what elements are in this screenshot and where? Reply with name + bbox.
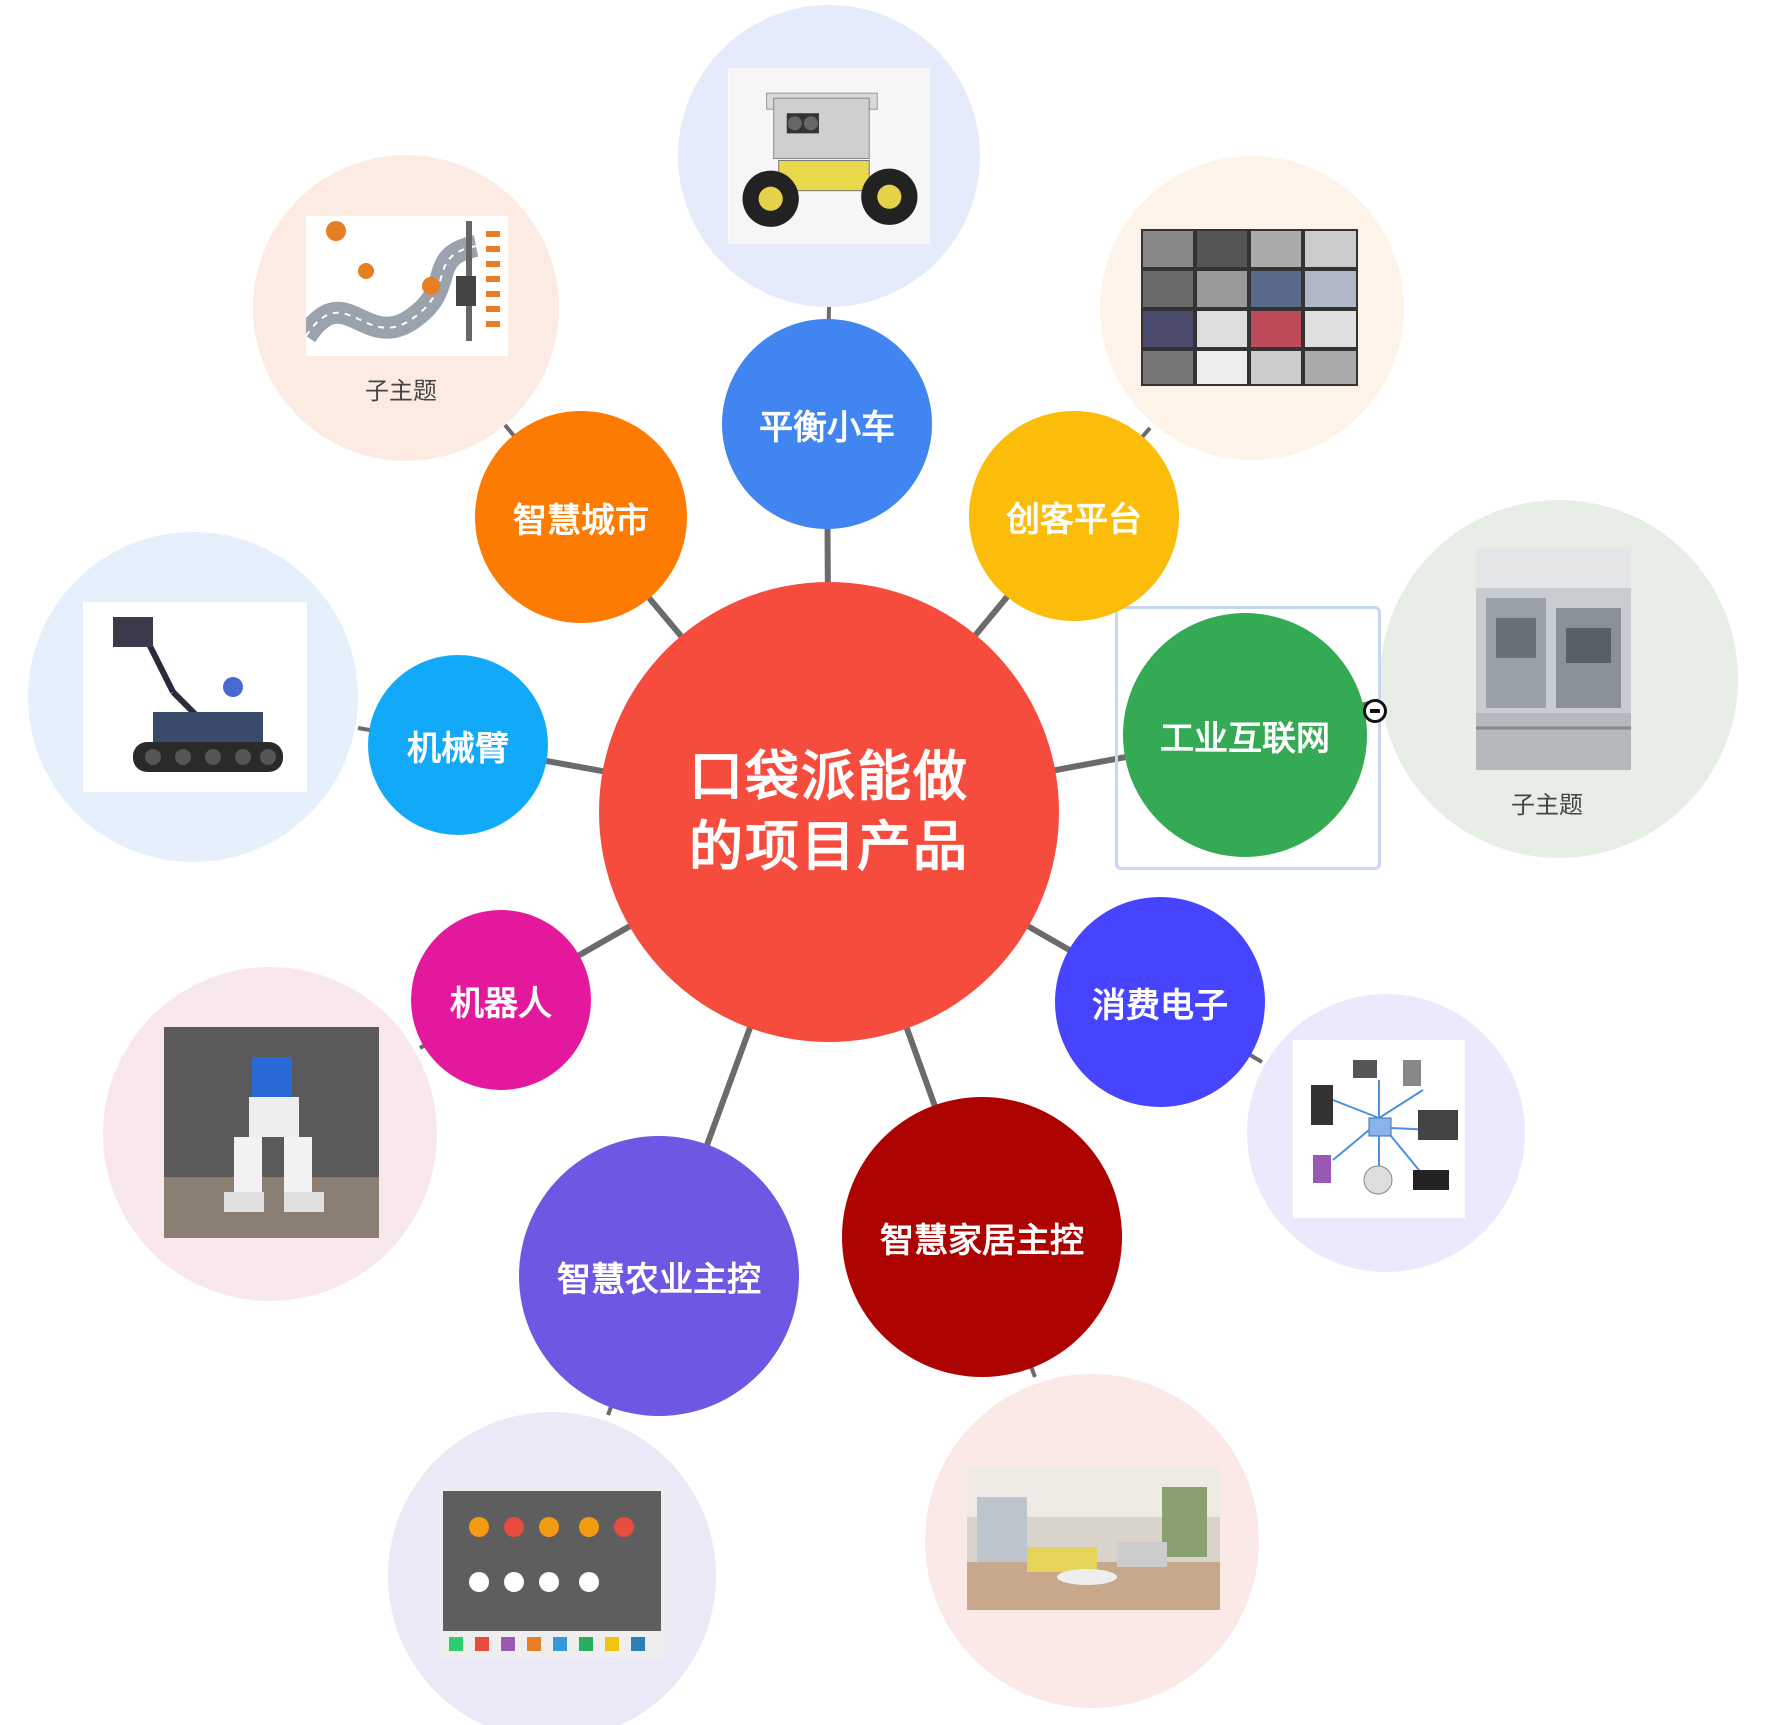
collapse-icon[interactable] xyxy=(1363,699,1387,723)
smart-city-image xyxy=(306,216,508,356)
topic-label: 智慧城市 xyxy=(513,500,649,541)
smart-agri-image xyxy=(439,1487,665,1658)
smart-city-caption: 子主题 xyxy=(365,377,437,405)
topic-label: 智慧农业主控 xyxy=(557,1259,761,1300)
robot-arm-image xyxy=(83,602,307,792)
topic-label: 机械臂 xyxy=(407,728,509,769)
selection-box xyxy=(1115,606,1381,870)
maker-image xyxy=(1141,229,1358,386)
topic-smart-home[interactable]: 智慧家居主控 xyxy=(842,1097,1122,1377)
topic-label: 工业互联网 xyxy=(1160,718,1330,759)
consumer-image xyxy=(1293,1040,1465,1218)
topic-label: 消费电子 xyxy=(1092,985,1228,1026)
topic-maker[interactable]: 创客平台 xyxy=(969,411,1179,621)
topic-smart-city[interactable]: 智慧城市 xyxy=(475,411,687,623)
robot-image xyxy=(164,1027,379,1238)
balance-car-image xyxy=(728,68,930,244)
central-topic-line1: 口袋派能做 xyxy=(689,745,969,808)
topic-robot[interactable]: 机器人 xyxy=(411,910,591,1090)
industrial-image xyxy=(1476,548,1631,770)
topic-smart-agri[interactable]: 智慧农业主控 xyxy=(519,1136,799,1416)
topic-label: 智慧家居主控 xyxy=(880,1220,1084,1261)
topic-industrial[interactable]: 工业互联网 xyxy=(1123,613,1367,857)
central-topic[interactable]: 口袋派能做 的项目产品 xyxy=(599,582,1059,1042)
central-topic-line2: 的项目产品 xyxy=(689,815,969,878)
topic-label: 机器人 xyxy=(450,983,552,1024)
topic-consumer[interactable]: 消费电子 xyxy=(1055,897,1265,1107)
topic-label: 平衡小车 xyxy=(759,407,895,448)
topic-label: 创客平台 xyxy=(1006,499,1142,540)
topic-balance-car[interactable]: 平衡小车 xyxy=(722,319,932,529)
smart-home-image xyxy=(967,1467,1220,1610)
industrial-caption: 子主题 xyxy=(1511,791,1583,819)
topic-robot-arm[interactable]: 机械臂 xyxy=(368,655,548,835)
